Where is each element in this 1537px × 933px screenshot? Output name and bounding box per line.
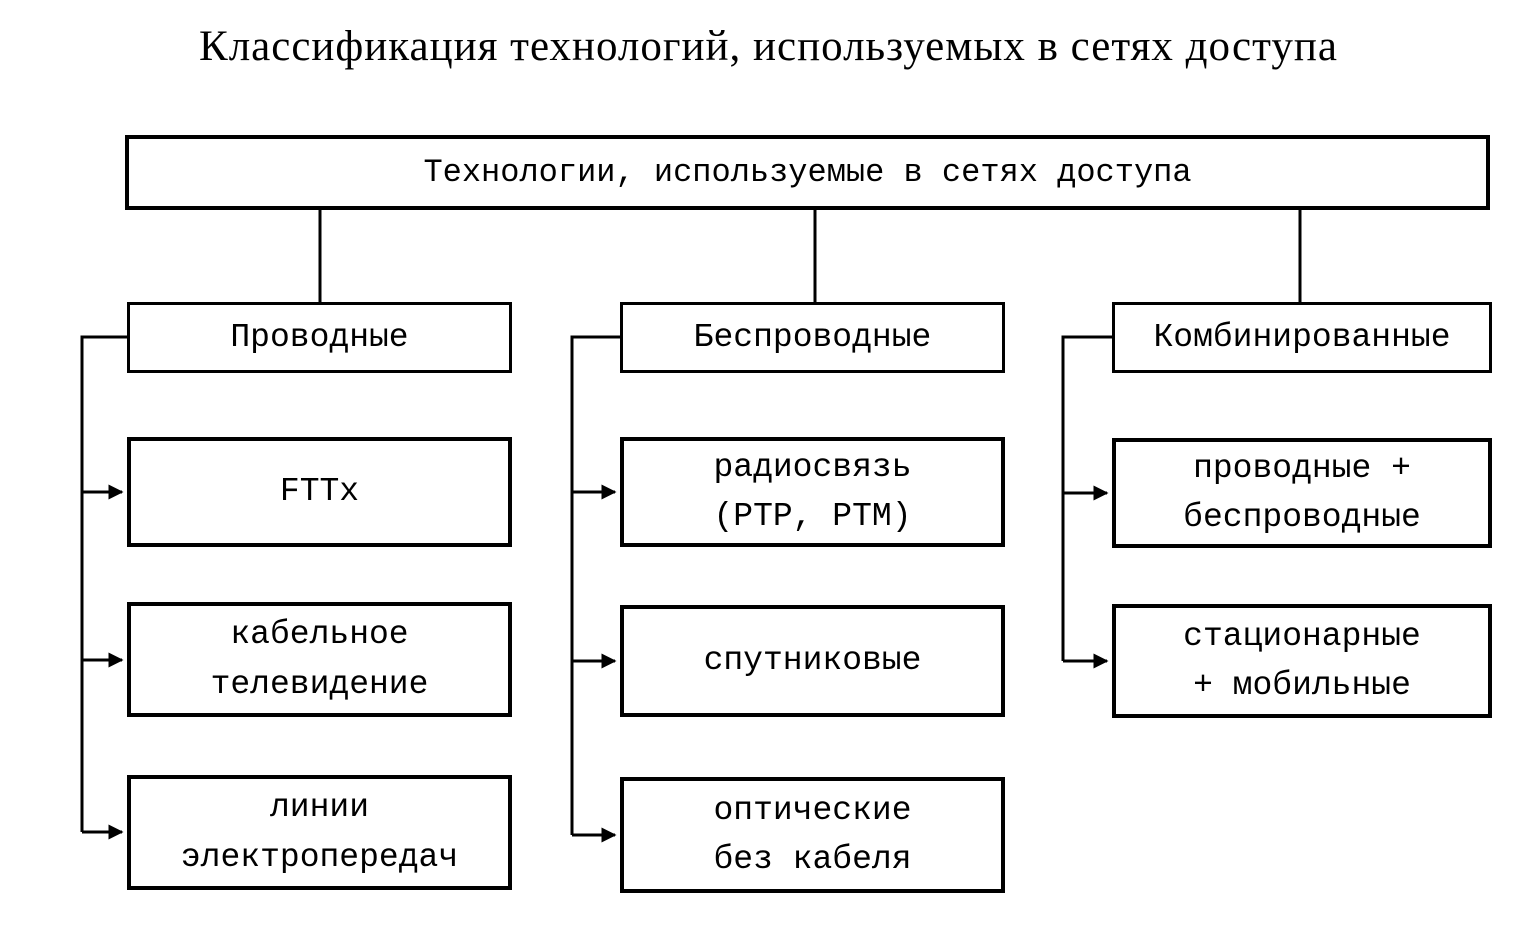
node-power-lines: линии электропередач bbox=[127, 775, 512, 890]
node-wired-plus-wireless: проводные + беспроводные bbox=[1112, 438, 1492, 548]
trunk-wired bbox=[80, 335, 127, 832]
trunk-wireless bbox=[570, 335, 620, 835]
node-optical-cableless: оптические без кабеля bbox=[620, 777, 1005, 893]
node-cable-tv: кабельное телевидение bbox=[127, 602, 512, 717]
node-root: Технологии, используемые в сетях доступа bbox=[125, 135, 1490, 210]
node-category-combined: Комбинированные bbox=[1112, 302, 1492, 373]
node-stationary-plus-mobile: стационарные + мобильные bbox=[1112, 604, 1492, 718]
node-category-wired: Проводные bbox=[127, 302, 512, 373]
node-satellite: спутниковые bbox=[620, 605, 1005, 717]
node-category-wireless: Беспроводные bbox=[620, 302, 1005, 373]
node-radio: радиосвязь (PTP, PTM) bbox=[620, 437, 1005, 547]
diagram-title: Классификация технологий, используемых в… bbox=[199, 23, 1338, 70]
trunk-combined bbox=[1061, 335, 1112, 661]
node-fttx: FTTx bbox=[127, 437, 512, 547]
